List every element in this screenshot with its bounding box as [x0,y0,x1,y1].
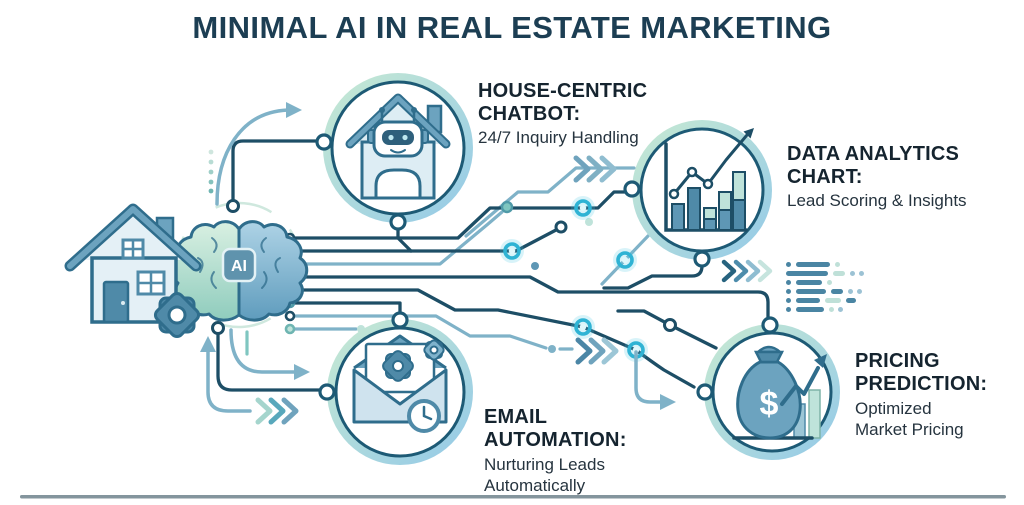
email-description: Nurturing Leads Automatically [484,455,664,496]
email-heading-line1: EMAIL [484,406,548,428]
hub-node [623,180,641,198]
glow-node [613,248,637,272]
label-analytics: DATA ANALYTICS CHART: Lead Scoring & Ins… [787,143,997,212]
money-bag-icon: $ [732,345,827,440]
email-heading-line2: AUTOMATION: [484,429,627,451]
chatbot-heading-line2: CHATBOT: [478,103,581,125]
page-title: MINIMAL AI IN REAL ESTATE MARKETING [192,10,832,45]
ai-brain-icon: AI [169,220,309,322]
email-description-line2: Automatically [484,475,586,495]
email-envelope-icon [352,334,448,433]
arrow-into-pricing [634,350,676,410]
email-heading: EMAIL AUTOMATION: [484,406,664,452]
analytics-description: Lead Scoring & Insights [787,191,967,210]
chevrons-bottom-left [255,397,299,425]
footer-divider [20,495,1006,499]
chevrons-right [721,259,773,283]
glow-nodes [500,196,648,362]
hub-pricing: $ [696,316,840,460]
curved-arrow-to-chatbot [215,102,302,206]
pricing-description-line1: Optimized [855,399,932,418]
glow-node [571,196,595,220]
hub-node [389,213,407,231]
email-description-line1: Nurturing Leads [484,455,605,474]
hub-node [693,250,711,268]
hub-analytics [623,120,772,268]
hub-node [761,316,779,334]
clock-icon [407,399,441,433]
data-stream-block [786,262,864,312]
analytics-heading-line2: CHART: [787,166,863,188]
label-chatbot: HOUSE-CENTRIC CHATBOT: 24/7 Inquiry Hand… [478,80,678,149]
house-chatbot-icon [345,93,451,200]
hub-node [318,383,336,401]
dotted-column [208,149,214,194]
arrow-into-email [229,328,310,380]
chevrons-center [575,337,619,365]
gear-on-letter-icon [382,350,414,382]
ai-chip [221,247,257,283]
pricing-description: Optimized Market Pricing [855,399,1020,440]
house-door [102,280,130,324]
brain-halo-arc [175,201,303,329]
pricing-description-line2: Market Pricing [855,419,964,439]
glow-node [500,239,524,263]
up-arrow [200,336,252,413]
gear-icon [153,291,201,339]
chatbot-description: 24/7 Inquiry Handling [478,128,639,147]
pricing-heading-line2: PREDICTION: [855,373,988,395]
small-gear-icon [423,339,445,361]
label-pricing: PRICING PREDICTION: Optimized Market Pri… [855,350,1020,440]
hub-node [391,311,409,329]
house-gable-window [121,238,145,260]
hub-node [315,133,333,151]
glow-node [571,315,595,339]
hub-node [696,383,714,401]
analytics-heading-line1: DATA ANALYTICS [787,143,960,165]
label-email: EMAIL AUTOMATION: Nurturing Leads Automa… [484,406,664,496]
bar-chart-icon [664,128,754,232]
house-icon [64,203,202,324]
chevrons-top [573,155,617,183]
hub-email [318,311,473,465]
chatbot-heading-line1: HOUSE-CENTRIC [478,80,648,102]
hub-chatbot [315,73,473,231]
ai-chip-label: AI [231,258,247,275]
dollar-symbol: $ [760,385,779,423]
chatbot-heading: HOUSE-CENTRIC CHATBOT: [478,80,678,126]
house-window [136,270,166,296]
pricing-heading-line1: PRICING [855,350,940,372]
trace-endpoint-dots [211,199,677,353]
analytics-heading: DATA ANALYTICS CHART: [787,143,997,189]
pricing-heading: PRICING PREDICTION: [855,350,1020,396]
